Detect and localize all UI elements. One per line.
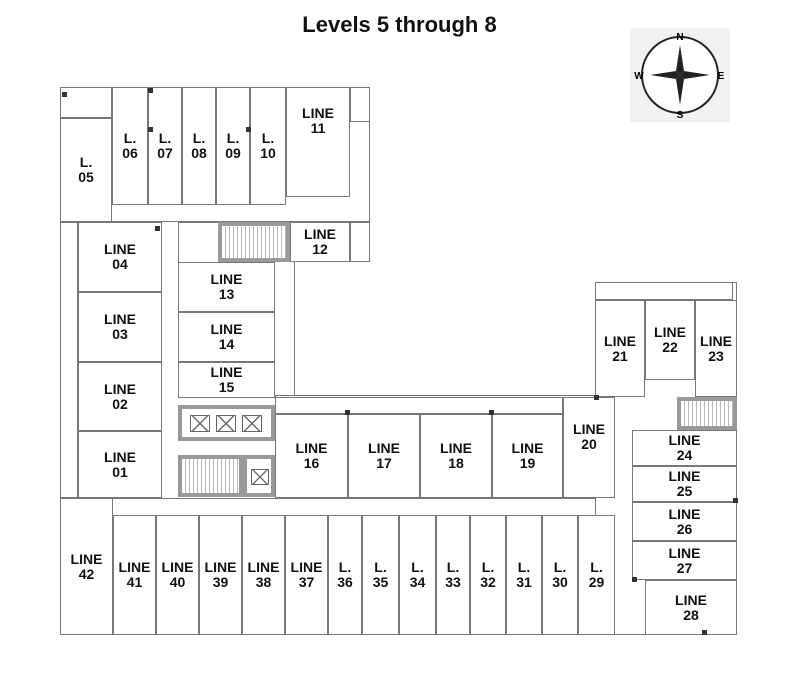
column-marker xyxy=(489,410,494,415)
column-marker xyxy=(632,577,637,582)
west-balcony-strip xyxy=(60,222,78,498)
unit-line-37[interactable]: LINE 37 xyxy=(285,515,328,635)
unit-line-40[interactable]: LINE 40 xyxy=(156,515,199,635)
unit-line-17[interactable]: LINE 17 xyxy=(348,414,420,498)
unit-l30[interactable]: L. 30 xyxy=(542,515,578,635)
unit-l36[interactable]: L. 36 xyxy=(328,515,362,635)
unit-l29[interactable]: L. 29 xyxy=(578,515,615,635)
unit-line-26[interactable]: LINE 26 xyxy=(632,502,737,541)
service-elevator xyxy=(243,455,275,497)
elevator-icon xyxy=(216,415,236,432)
elevator-icon xyxy=(251,469,269,485)
unit-line-18[interactable]: LINE 18 xyxy=(420,414,492,498)
unit-line-28[interactable]: LINE 28 xyxy=(645,580,737,635)
unit-l10[interactable]: L. 10 xyxy=(250,87,286,205)
column-marker xyxy=(594,395,599,400)
unit-line-38[interactable]: LINE 38 xyxy=(242,515,285,635)
unit-line-19[interactable]: LINE 19 xyxy=(492,414,563,498)
unit-line-03[interactable]: LINE 03 xyxy=(78,292,162,362)
stair-icon xyxy=(178,455,243,497)
unit-line-04[interactable]: LINE 04 xyxy=(78,222,162,292)
unit-l07[interactable]: L. 07 xyxy=(148,87,182,205)
unit-l05[interactable]: L. 05 xyxy=(60,118,112,222)
unit-l33[interactable]: L. 33 xyxy=(436,515,470,635)
unit-line-12[interactable]: LINE 12 xyxy=(290,222,350,262)
unit-line-24[interactable]: LINE 24 xyxy=(632,430,737,466)
compass-s: S xyxy=(677,110,684,121)
column-marker xyxy=(702,630,707,635)
unit-line-25[interactable]: LINE 25 xyxy=(632,466,737,502)
unit-line-23[interactable]: LINE 23 xyxy=(695,300,737,397)
balcony xyxy=(350,87,370,122)
storage-room xyxy=(60,87,112,118)
unit-line-02[interactable]: LINE 02 xyxy=(78,362,162,431)
compass-w: W xyxy=(634,71,644,82)
stair-icon xyxy=(677,397,737,430)
unit-line-27[interactable]: LINE 27 xyxy=(632,541,737,580)
compass-n: N xyxy=(676,32,683,43)
unit-line-22[interactable]: LINE 22 xyxy=(645,300,695,380)
column-marker xyxy=(246,127,251,132)
unit-line-13[interactable]: LINE 13 xyxy=(178,262,275,312)
compass-icon: N S W E xyxy=(630,28,730,122)
unit-l06[interactable]: L. 06 xyxy=(112,87,148,205)
unit-l31[interactable]: L. 31 xyxy=(506,515,542,635)
balcony-strip xyxy=(595,282,733,300)
stair-icon xyxy=(218,222,290,262)
unit-line-16[interactable]: LINE 16 xyxy=(275,414,348,498)
elevator-icon xyxy=(190,415,210,432)
column-marker xyxy=(155,226,160,231)
column-marker xyxy=(733,498,738,503)
balcony xyxy=(350,222,370,262)
unit-line-41[interactable]: LINE 41 xyxy=(113,515,156,635)
unit-line-20[interactable]: LINE 20 xyxy=(563,397,615,498)
unit-l08[interactable]: L. 08 xyxy=(182,87,216,205)
elevator-bank xyxy=(178,405,275,441)
unit-line-21[interactable]: LINE 21 xyxy=(595,300,645,397)
unit-line-42[interactable]: LINE 42 xyxy=(60,498,113,635)
unit-line-11[interactable]: LINE 11 xyxy=(286,87,350,197)
unit-l09[interactable]: L. 09 xyxy=(216,87,250,205)
column-marker xyxy=(345,410,350,415)
unit-line-15[interactable]: LINE 15 xyxy=(178,362,275,398)
column-marker xyxy=(148,88,153,93)
unit-line-01[interactable]: LINE 01 xyxy=(78,431,162,498)
page-title: Levels 5 through 8 xyxy=(302,12,497,37)
compass-e: E xyxy=(718,71,725,82)
unit-l34[interactable]: L. 34 xyxy=(399,515,436,635)
unit-l35[interactable]: L. 35 xyxy=(362,515,399,635)
column-marker xyxy=(62,92,67,97)
column-marker xyxy=(148,127,153,132)
balcony-strip xyxy=(275,397,563,414)
unit-line-39[interactable]: LINE 39 xyxy=(199,515,242,635)
unit-l32[interactable]: L. 32 xyxy=(470,515,506,635)
unit-line-14[interactable]: LINE 14 xyxy=(178,312,275,362)
elevator-icon xyxy=(242,415,262,432)
